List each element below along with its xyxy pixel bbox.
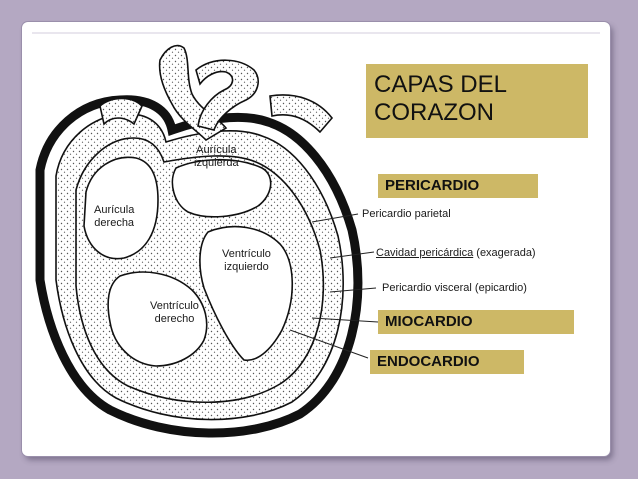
box-miocardio: MIOCARDIO <box>378 310 574 334</box>
label-auricula-izquierda: Aurícula izquierda <box>194 144 239 169</box>
leader-endocardio <box>289 329 369 359</box>
box-pericardio: PERICARDIO <box>378 174 538 198</box>
parietal-pericardium <box>35 95 363 438</box>
title-line-2: CORAZON <box>374 99 494 126</box>
label-cavidad-underlined: Cavidad pericárdica <box>376 247 474 259</box>
right-vessels <box>269 94 334 134</box>
leader-miocardio <box>311 317 379 323</box>
superior-vena-cava <box>99 97 143 126</box>
title-box: CAPAS DEL CORAZON <box>366 64 588 138</box>
right-atrium-cavity <box>83 156 159 260</box>
slide-top-rule <box>32 32 600 34</box>
left-atrium-cavity <box>171 158 272 218</box>
label-ventriculo-derecho: Ventrículo derecho <box>150 300 199 325</box>
right-ventricle-cavity <box>107 271 208 367</box>
leader-pericardio-visceral <box>329 287 377 293</box>
title-line-1: CAPAS DEL <box>374 71 507 98</box>
leader-pericardio-parietal <box>311 213 359 223</box>
label-ventriculo-izquierdo: Ventrículo izquierdo <box>222 248 271 273</box>
leader-cavidad <box>329 251 375 259</box>
label-cavidad-rest: (exagerada) <box>476 247 536 259</box>
label-auricula-derecha: Aurícula derecha <box>94 204 135 229</box>
pulmonary-vessel <box>195 59 259 131</box>
label-pericardio-parietal: Pericardio parietal <box>362 208 451 220</box>
left-ventricle-cavity <box>199 225 294 361</box>
label-pericardio-visceral: Pericardio visceral (epicardio) <box>382 282 527 294</box>
box-endocardio: ENDOCARDIO <box>370 350 524 374</box>
label-cavidad-pericardica: Cavidad pericárdica (exagerada) <box>376 247 536 259</box>
